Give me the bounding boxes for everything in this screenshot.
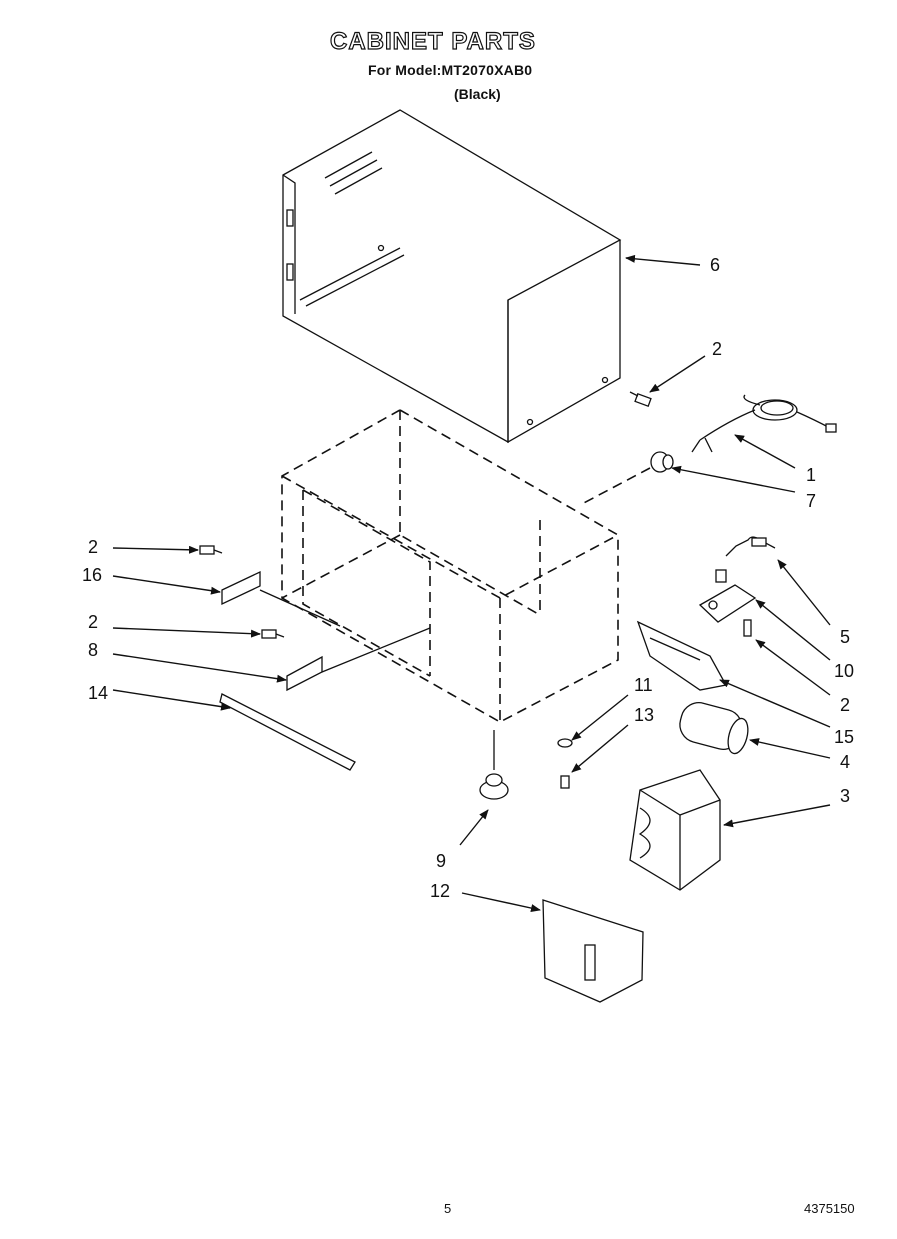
- grommet-7: [579, 451, 674, 506]
- document-code: 4375150: [804, 1201, 855, 1216]
- strip-14: [219, 693, 356, 771]
- foot-9: [479, 730, 509, 800]
- wire-5: [725, 536, 776, 557]
- callout-2: 2: [712, 339, 723, 359]
- page-title: CABINET PARTS: [329, 27, 536, 55]
- callout-15: 15: [834, 727, 855, 747]
- transformer-3: [629, 769, 721, 891]
- model-line: For Model:MT2070XAB0: [368, 62, 533, 78]
- callout-2: 2: [88, 537, 99, 557]
- callout-8: 8: [88, 640, 99, 660]
- duct-15: [636, 620, 728, 691]
- callout-6: 6: [710, 255, 721, 275]
- screw-13: [560, 775, 570, 789]
- leader-lines: [112, 254, 831, 912]
- callout-3: 3: [840, 786, 851, 806]
- callout-2: 2: [840, 695, 851, 715]
- callout-16: 16: [82, 565, 103, 585]
- callout-7: 7: [806, 491, 817, 511]
- callout-10: 10: [834, 661, 855, 681]
- callout-14: 14: [88, 683, 109, 703]
- callout-4: 4: [840, 752, 851, 772]
- callout-11: 11: [634, 675, 653, 695]
- cover-12: [542, 899, 644, 1003]
- washer-11: [557, 738, 573, 748]
- callout-9: 9: [436, 851, 447, 871]
- callout-1: 1: [806, 465, 817, 485]
- power-cord: [691, 394, 837, 453]
- callout-2: 2: [88, 612, 99, 632]
- callout-5: 5: [840, 627, 851, 647]
- bracket-16: [199, 545, 341, 627]
- bracket-8: [261, 627, 431, 692]
- cabinet-wrapper: [282, 109, 622, 444]
- screw-icon: [629, 391, 652, 407]
- callout-13: 13: [634, 705, 655, 725]
- capacitor-4: [679, 702, 749, 755]
- oven-cavity-outline: [281, 409, 619, 723]
- bracket-10: [698, 569, 757, 623]
- callout-12: 12: [430, 881, 451, 901]
- color-line: (Black): [454, 86, 501, 102]
- screw-icon: [743, 619, 752, 637]
- page-number: 5: [444, 1201, 452, 1216]
